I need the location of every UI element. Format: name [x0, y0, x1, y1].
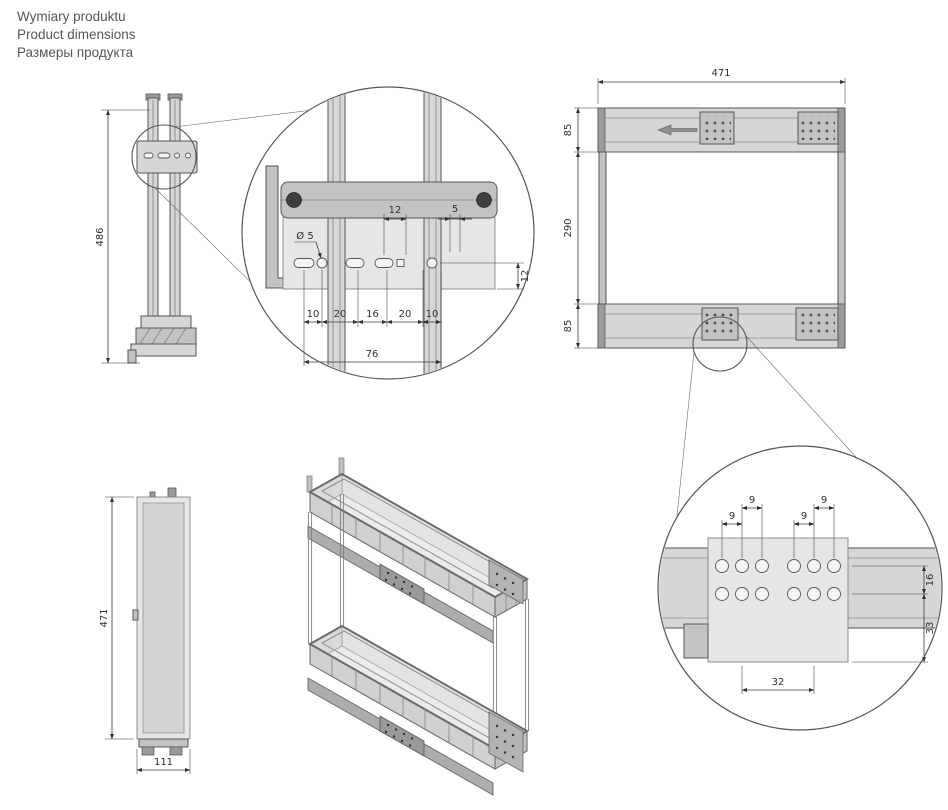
front-hook [127, 349, 137, 364]
dim-label-85b: 85 [563, 320, 574, 333]
square-hole [396, 259, 405, 267]
round-hole [426, 257, 438, 269]
dim-label-471-top: 471 [711, 68, 730, 79]
basket-upper [307, 472, 530, 644]
dim-label-471-front: 471 [99, 608, 110, 627]
dim-label-9d: 9 [801, 511, 807, 522]
title-pl: Wymiary produktu [17, 9, 126, 24]
dim-label-10b: 10 [426, 309, 439, 320]
dim-label-dia5: Ø 5 [296, 230, 313, 242]
mounting-plate-dots [799, 312, 835, 336]
round-hole [316, 257, 328, 269]
bottom-slide [140, 315, 192, 329]
bracket-detail-view [265, 88, 498, 378]
dim-label-16: 16 [366, 309, 379, 320]
roller [141, 746, 155, 756]
callout-circle-small [131, 124, 197, 190]
dim-label-12-top: 12 [389, 205, 402, 216]
dim-label-85a: 85 [563, 124, 574, 137]
base-rail [138, 738, 189, 748]
dim-label-9a: 9 [749, 495, 755, 506]
dim-label-76: 76 [366, 349, 379, 360]
front-view [132, 487, 191, 756]
bracket-detail-dims: 12 5 Ø 5 12 10 20 16 20 10 76 [294, 204, 531, 366]
dim-label-290: 290 [563, 218, 574, 237]
dim-left-chain: 85 290 85 [563, 107, 600, 349]
vertical-rail [327, 88, 346, 378]
isometric-view [306, 457, 530, 796]
dim-label-10a: 10 [307, 309, 320, 320]
knob [286, 192, 302, 208]
slot-hole [374, 258, 394, 268]
slot-hole [345, 258, 365, 268]
dim-label-5: 5 [452, 204, 458, 215]
base-plate [130, 343, 197, 357]
panel-notch [132, 609, 139, 621]
dim-label-32: 32 [772, 677, 785, 688]
hook [338, 457, 345, 475]
top-tab [167, 487, 177, 499]
basket-lower [307, 624, 530, 796]
dim-label-9c: 9 [729, 511, 735, 522]
detail-circle-2 [657, 445, 943, 731]
dim-front-height: 471 [99, 496, 134, 740]
corner-posts [307, 494, 530, 749]
callout-circle-small [692, 316, 748, 372]
side-view [127, 93, 198, 364]
holes-detail-dims: 9 9 9 9 16 33 32 [721, 495, 936, 694]
dim-label-12-right: 12 [520, 270, 531, 283]
title-en: Product dimensions [17, 27, 136, 42]
dim-label-16: 16 [925, 574, 936, 587]
side-member-right [837, 149, 846, 307]
mounting-plate [707, 537, 849, 663]
dim-label-111: 111 [154, 757, 173, 768]
detail-circle-1 [241, 86, 535, 380]
mounting-plate-dots [801, 116, 835, 140]
dim-label-33: 33 [925, 622, 936, 635]
slot-hole [293, 258, 315, 268]
rail-plate [379, 715, 425, 757]
dim-side-height: 486 [95, 109, 150, 364]
hook [306, 475, 313, 493]
dim-label-486: 486 [95, 227, 106, 246]
mounting-plate [282, 216, 496, 290]
dim-label-20b: 20 [399, 309, 412, 320]
hook-arrow [657, 124, 698, 136]
mounting-plate-dots [703, 116, 731, 140]
knob [476, 192, 492, 208]
dim-top-width: 471 [597, 68, 846, 104]
holes-detail-view [659, 537, 941, 663]
roller [169, 746, 183, 756]
rail-plate [379, 563, 425, 605]
dim-label-20a: 20 [334, 309, 347, 320]
top-view [597, 107, 846, 349]
front-bracket [488, 559, 524, 605]
title-block: Wymiary produktu Product dimensions Разм… [17, 8, 136, 62]
vertical-rail [423, 88, 442, 378]
side-member-left [598, 149, 607, 307]
plate-tab [683, 623, 709, 659]
title-ru: Размеры продукта [17, 45, 134, 60]
dim-front-width: 111 [136, 749, 191, 774]
dim-label-9b: 9 [821, 495, 827, 506]
mounting-plate-dots [705, 312, 735, 336]
